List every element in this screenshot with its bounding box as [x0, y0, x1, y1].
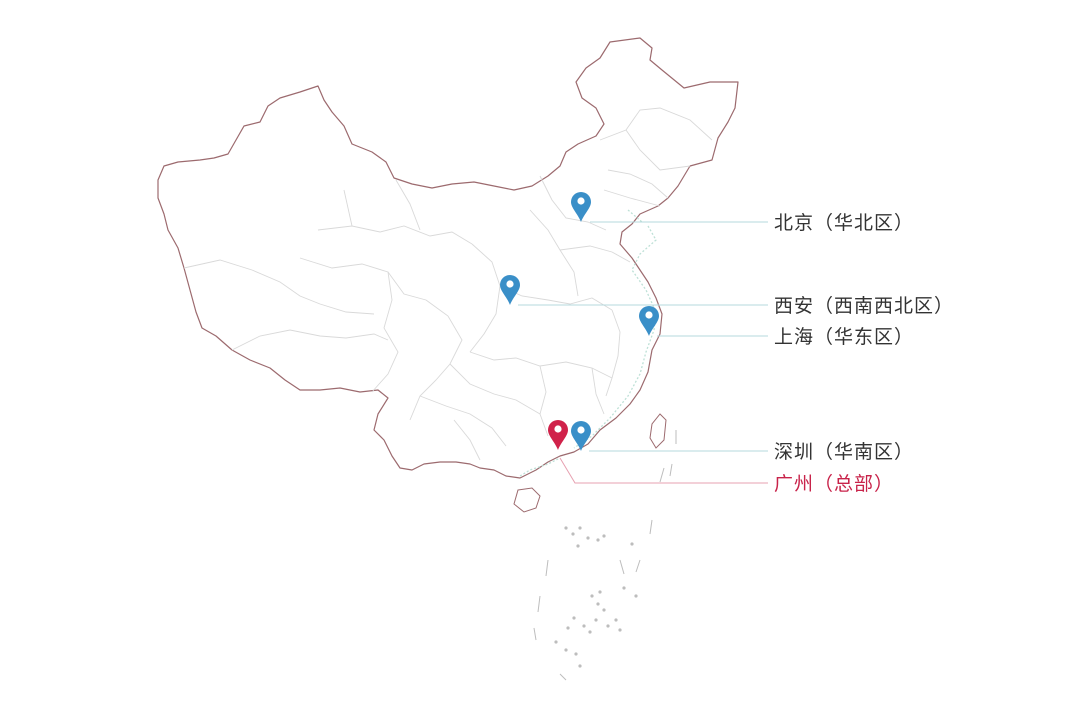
location-label-shenzhen: 深圳（华南区）: [774, 441, 914, 463]
location-label-guangzhou: 广州（总部）: [774, 473, 894, 495]
sea-boundary-dashes: [533, 430, 677, 681]
leader-lines: [518, 221, 768, 484]
island-dot: [578, 526, 582, 530]
island-dot: [594, 618, 598, 622]
location-label-shanghai: 上海（华东区）: [774, 326, 914, 348]
sea-dash: [545, 559, 549, 577]
island-dot: [596, 538, 600, 542]
island-dot: [618, 628, 622, 632]
island-dot: [564, 526, 568, 530]
island-dot: [588, 630, 592, 634]
sea-dash: [533, 627, 537, 641]
sea-dash: [619, 559, 625, 575]
island-dot: [554, 640, 558, 644]
location-markers: [500, 192, 659, 451]
province-boundaries: [183, 107, 713, 461]
sea-dash: [537, 595, 541, 613]
south-sea-islands: [554, 526, 638, 668]
island-dot: [582, 624, 586, 628]
sea-dash: [669, 463, 673, 477]
sea-dash: [649, 519, 653, 535]
location-label-xian: 西安（西南西北区）: [774, 295, 954, 317]
island-dot: [578, 664, 582, 668]
island-dot: [598, 590, 602, 594]
island-dot: [614, 618, 618, 622]
island-dot: [602, 534, 606, 538]
island-dot: [634, 594, 638, 598]
map-pin-icon[interactable]: [571, 421, 591, 451]
map-pin-icon[interactable]: [500, 275, 520, 305]
island-dot: [572, 616, 576, 620]
island-dot: [576, 544, 580, 548]
island-dot: [606, 624, 610, 628]
island-dot: [586, 536, 590, 540]
island-dot: [564, 648, 568, 652]
coastline-detail: [519, 209, 657, 477]
island-dot: [596, 602, 600, 606]
map-pin-icon[interactable]: [571, 192, 591, 222]
island-dot: [622, 586, 626, 590]
island-dot: [571, 532, 575, 536]
leader-line-guangzhou: [559, 457, 768, 484]
island-dot: [574, 652, 578, 656]
island-dot: [630, 542, 634, 546]
location-labels: 北京（华北区） 西安（西南西北区） 上海（华东区） 深圳（华南区） 广州（总部）: [774, 212, 954, 495]
sea-dash: [659, 467, 665, 483]
country-outline: [157, 37, 739, 513]
sea-dash: [559, 673, 567, 681]
island-dot: [602, 608, 606, 612]
map-pin-icon[interactable]: [548, 420, 568, 450]
sea-dash: [635, 559, 641, 573]
island-dot: [590, 594, 594, 598]
island-dot: [566, 626, 570, 630]
map-pin-icon[interactable]: [639, 306, 659, 336]
location-label-beijing: 北京（华北区）: [774, 212, 914, 234]
